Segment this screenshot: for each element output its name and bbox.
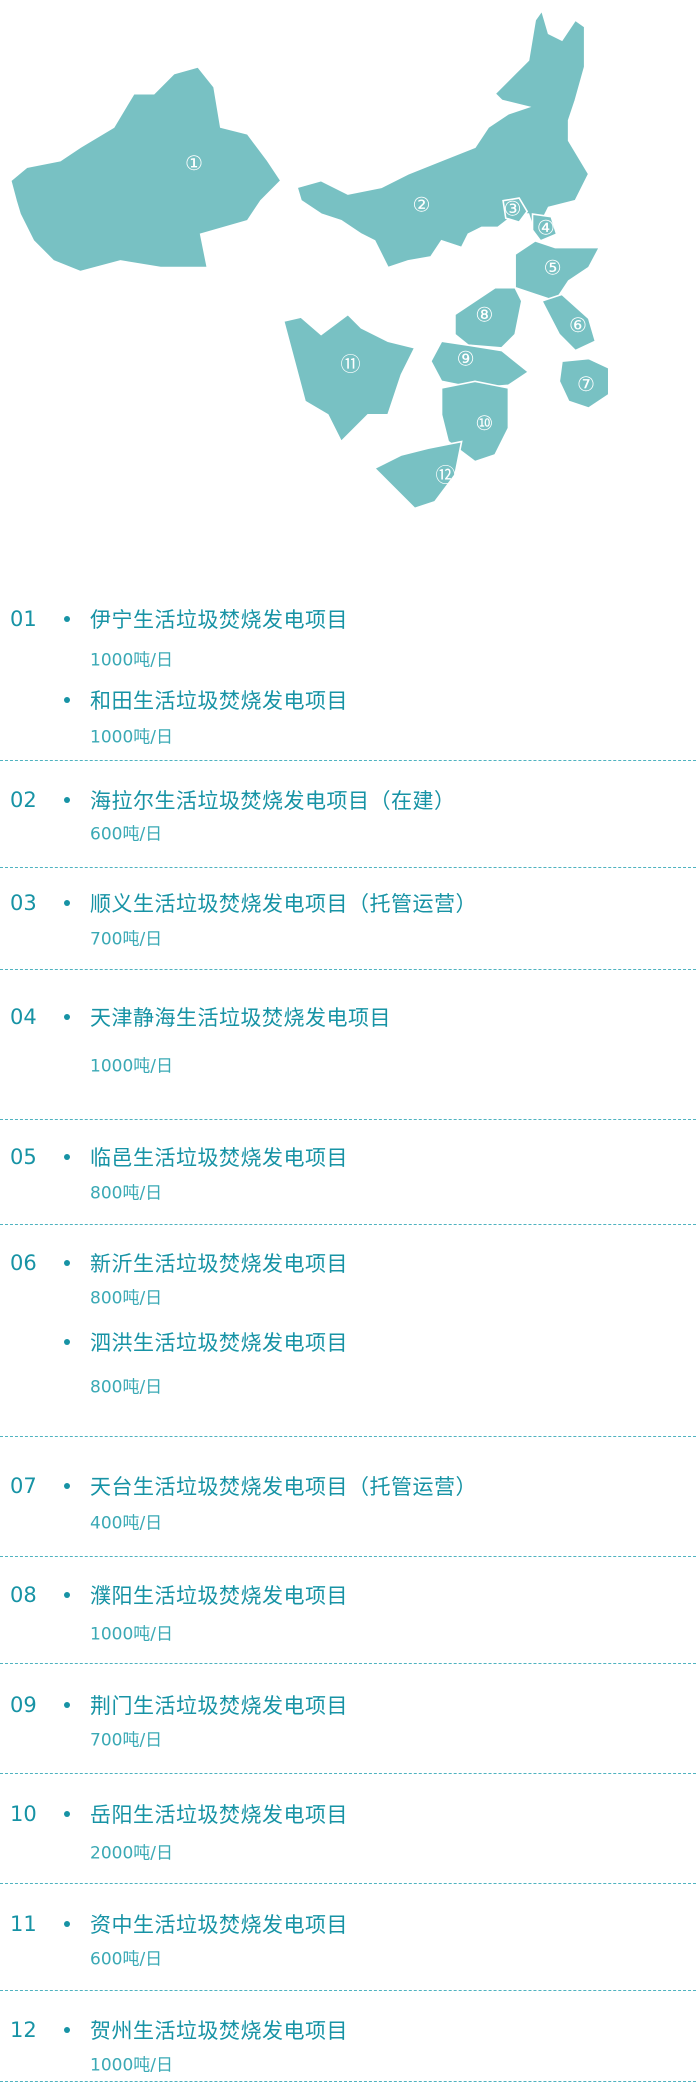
project-capacity: 1000吨/日 (90, 2055, 173, 2076)
project-capacity: 600吨/日 (90, 1949, 163, 1970)
project-capacity: 1000吨/日 (90, 650, 173, 671)
project-capacity: 1000吨/日 (90, 1624, 173, 1645)
map-label-10: ⑩ (475, 411, 493, 435)
divider (0, 867, 696, 868)
map-label-3: ③ (503, 197, 521, 221)
region-shandong (514, 239, 601, 303)
map-label-5: ⑤ (544, 256, 562, 280)
map-label-9: ⑨ (457, 347, 475, 371)
map-label-6: ⑥ (569, 313, 587, 337)
divider (0, 1224, 696, 1225)
bullet-icon (64, 1702, 70, 1708)
region-tianjin (531, 213, 558, 242)
project-name: 和田生活垃圾焚烧发电项目 (90, 689, 348, 713)
project-number: 09 (10, 1693, 37, 1717)
bullet-icon (64, 1811, 70, 1817)
project-name: 岳阳生活垃圾焚烧发电项目 (90, 1803, 348, 1827)
region-zhejiang (558, 357, 610, 409)
region-sichuan (282, 313, 416, 443)
region-henan (454, 286, 523, 349)
project-name: 资中生活垃圾焚烧发电项目 (90, 1913, 348, 1937)
project-name: 海拉尔生活垃圾焚烧发电项目（在建） (90, 789, 456, 813)
project-capacity: 800吨/日 (90, 1377, 163, 1398)
map-label-4: ④ (537, 215, 555, 239)
region-hubei (429, 340, 530, 389)
project-name: 濮阳生活垃圾焚烧发电项目 (90, 1584, 348, 1608)
project-capacity: 1000吨/日 (90, 1056, 173, 1077)
bullet-icon (64, 2027, 70, 2033)
project-name: 临邑生活垃圾焚烧发电项目 (90, 1146, 348, 1170)
project-name: 新沂生活垃圾焚烧发电项目 (90, 1252, 348, 1276)
region-guangxi (373, 440, 463, 510)
project-map: ① ② ③ ④ ⑤ ⑥ ⑦ ⑧ ⑨ ⑩ ⑪ ⑫ (9, 8, 610, 510)
bullet-icon (64, 900, 70, 906)
project-name: 伊宁生活垃圾焚烧发电项目 (90, 608, 348, 632)
divider (0, 2081, 696, 2082)
project-number: 06 (10, 1251, 37, 1275)
bullet-icon (64, 697, 70, 703)
map-label-11: ⑪ (341, 352, 361, 376)
bullet-icon (64, 1483, 70, 1489)
bullet-icon (64, 1921, 70, 1927)
project-name: 天台生活垃圾焚烧发电项目（托管运营） (90, 1475, 477, 1499)
divider (0, 969, 696, 970)
bullet-icon (64, 1260, 70, 1266)
map-label-12: ⑫ (436, 463, 456, 487)
map-label-7: ⑦ (577, 372, 595, 396)
project-number: 08 (10, 1583, 37, 1607)
project-number: 07 (10, 1474, 37, 1498)
project-number: 12 (10, 2018, 37, 2042)
bullet-icon (64, 1592, 70, 1598)
bullet-icon (64, 1014, 70, 1020)
project-number: 11 (10, 1912, 37, 1936)
map-label-8: ⑧ (475, 302, 493, 326)
project-capacity: 2000吨/日 (90, 1843, 173, 1864)
project-number: 02 (10, 788, 37, 812)
divider (0, 1663, 696, 1664)
divider (0, 1436, 696, 1437)
project-capacity: 800吨/日 (90, 1183, 163, 1204)
map-label-1: ① (185, 151, 203, 175)
region-jiangsu (540, 293, 597, 352)
project-name: 贺州生活垃圾焚烧发电项目 (90, 2019, 348, 2043)
bullet-icon (64, 616, 70, 622)
divider (0, 1119, 696, 1120)
project-name: 天津静海生活垃圾焚烧发电项目 (90, 1006, 391, 1030)
project-capacity: 800吨/日 (90, 1288, 163, 1309)
divider (0, 1883, 696, 1884)
map-label-2: ② (412, 193, 430, 217)
bullet-icon (64, 1154, 70, 1160)
project-number: 01 (10, 607, 37, 631)
project-name: 顺义生活垃圾焚烧发电项目（托管运营） (90, 892, 477, 916)
divider (0, 760, 696, 761)
project-capacity: 700吨/日 (90, 929, 163, 950)
bullet-icon (64, 1339, 70, 1345)
project-name: 泗洪生活垃圾焚烧发电项目 (90, 1331, 348, 1355)
bullet-icon (64, 797, 70, 803)
project-number: 10 (10, 1802, 37, 1826)
project-number: 04 (10, 1005, 37, 1029)
divider (0, 1990, 696, 1991)
region-xinjiang (9, 65, 283, 273)
project-name: 荆门生活垃圾焚烧发电项目 (90, 1694, 348, 1718)
project-capacity: 700吨/日 (90, 1730, 163, 1751)
divider (0, 1556, 696, 1557)
project-number: 05 (10, 1145, 37, 1169)
project-capacity: 400吨/日 (90, 1513, 163, 1534)
region-beijing (502, 197, 529, 224)
project-capacity: 1000吨/日 (90, 727, 173, 748)
project-number: 03 (10, 891, 37, 915)
divider (0, 1773, 696, 1774)
project-capacity: 600吨/日 (90, 824, 163, 845)
